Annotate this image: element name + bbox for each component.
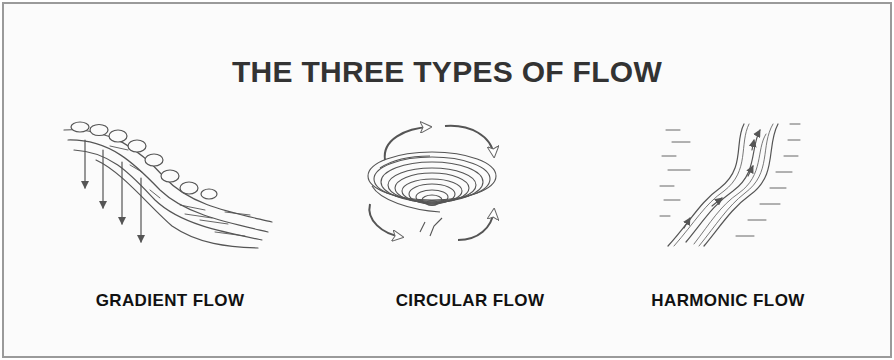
gradient-flow-picture-part [90, 125, 108, 136]
harmonic-flow-picture-part [684, 218, 690, 228]
gradient-flow-picture-part [161, 170, 179, 182]
circular-flow-picture-part [388, 168, 476, 202]
gradient-flow-picture-part [201, 189, 217, 199]
harmonic-flow-picture-part [660, 130, 690, 216]
flow-type-label: GRADIENT FLOW [96, 291, 245, 311]
circular-flow-picture-part [458, 210, 494, 240]
circular-flow-picture-part [445, 126, 494, 156]
gradient-flow-picture-part [180, 182, 198, 194]
gradient-flow-picture-part [102, 150, 103, 208]
diagram-title: THE THREE TYPES OF FLOW [232, 55, 662, 89]
gradient-flow-picture-part [121, 162, 122, 224]
circular-flow-picture-part [402, 179, 462, 203]
gradient-flow-picture-part [128, 140, 146, 152]
gradient-flow-picture-part [109, 130, 127, 142]
circular-flow-picture-part [422, 195, 442, 205]
circular-flow-picture [368, 126, 496, 240]
gradient-flow-picture-part [68, 140, 268, 232]
harmonic-flow-picture-part [686, 130, 760, 242]
harmonic-flow-picture-part [748, 166, 753, 176]
harmonic-flow-picture-part [736, 124, 800, 236]
gradient-flow-picture-part [110, 146, 245, 236]
gradient-flow-picture-part [150, 190, 250, 218]
circular-flow-picture-part [420, 218, 442, 236]
flow-type-label: CIRCULAR FLOW [396, 291, 545, 311]
circular-flow-picture-part [368, 152, 496, 200]
harmonic-flow-picture-part [694, 134, 766, 244]
circular-flow-picture-part [369, 204, 402, 237]
harmonic-flow-picture [660, 124, 800, 246]
harmonic-flow-picture-part [712, 198, 722, 206]
gradient-flow-picture-part [71, 122, 89, 132]
harmonic-flow-picture-part [699, 124, 773, 246]
flow-type-label: HARMONIC FLOW [651, 291, 804, 311]
circular-flow-picture-part [385, 127, 430, 160]
frame [3, 3, 891, 357]
circular-flow-picture-part [427, 201, 437, 206]
gradient-flow-picture-part [140, 178, 141, 242]
gradient-flow-picture-part [84, 140, 85, 188]
circular-flow-picture-part [395, 173, 469, 203]
circular-flow-picture-part [416, 190, 448, 204]
gradient-flow-picture-part [145, 154, 163, 166]
harmonic-flow-picture-part [752, 140, 754, 150]
gradient-flow-picture [64, 122, 272, 248]
circular-flow-picture-part [381, 162, 483, 202]
circular-flow-picture-part [372, 156, 440, 212]
